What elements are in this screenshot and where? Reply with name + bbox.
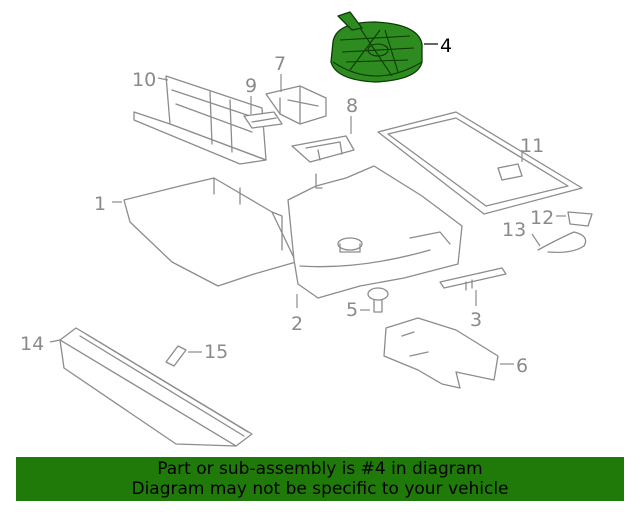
leader-10 (157, 77, 169, 81)
part-12-handle[interactable] (567, 211, 593, 227)
part-7-bracket[interactable] (265, 85, 327, 125)
parts-diagram: 4 10 9 7 8 11 12 13 (20, 11, 593, 447)
callout-11: 11 (520, 135, 544, 157)
info-banner: Part or sub-assembly is #4 in diagram Di… (16, 457, 624, 501)
callout-6: 6 (516, 355, 528, 377)
part-15-clip[interactable] (165, 345, 187, 367)
part-5-fastener[interactable] (367, 287, 389, 313)
callout-1: 1 (94, 193, 106, 215)
banner-line-1: Part or sub-assembly is #4 in diagram (157, 459, 483, 479)
callout-3: 3 (470, 309, 482, 331)
callout-12: 12 (530, 207, 554, 229)
part-1-floor-panel[interactable] (123, 177, 297, 287)
part-13-strap[interactable] (537, 231, 587, 254)
banner-line-2: Diagram may not be specific to your vehi… (131, 479, 509, 499)
callout-4: 4 (440, 35, 452, 57)
part-14-sill-trim[interactable] (59, 327, 253, 447)
part-11-load-floor[interactable] (377, 111, 583, 215)
callout-15: 15 (204, 341, 228, 363)
leader-13 (531, 233, 541, 247)
callout-8: 8 (346, 95, 358, 117)
callout-9: 9 (245, 75, 257, 97)
leader-14 (49, 339, 61, 343)
callout-13: 13 (502, 219, 526, 241)
part-6-bracket-plate[interactable] (383, 317, 499, 389)
part-9-bracket[interactable] (243, 111, 283, 129)
part-8-latch[interactable] (291, 135, 355, 163)
part-4-tool-tray[interactable] (330, 11, 423, 83)
callout-10: 10 (132, 69, 156, 91)
callout-14: 14 (20, 333, 44, 355)
part-2-trunk-tub[interactable] (287, 165, 463, 299)
callout-5: 5 (346, 299, 358, 321)
callout-2: 2 (291, 313, 303, 335)
part-3-bracket-bar[interactable] (439, 267, 507, 291)
callout-7: 7 (274, 53, 286, 75)
part-10-divider-panel[interactable] (133, 75, 267, 165)
